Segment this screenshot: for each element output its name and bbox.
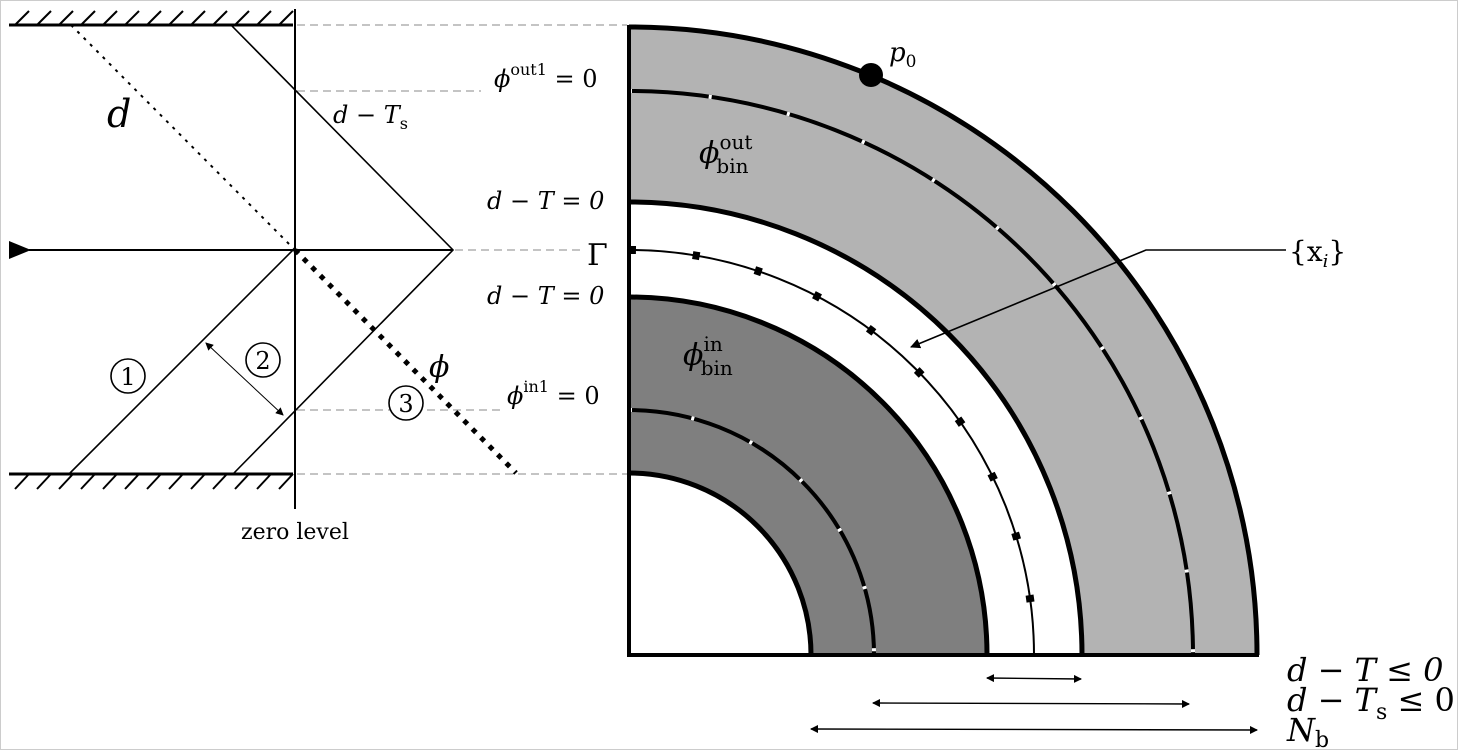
hatch-mark [278, 473, 294, 490]
outer-boundary-arc [628, 24, 1260, 656]
hatch-mark [212, 473, 228, 490]
phi-label: ϕ [429, 350, 449, 385]
gamma-label: Γ [587, 238, 608, 273]
hatch-mark [234, 10, 250, 26]
xi-label: {xi} [1289, 235, 1346, 272]
distance-line [70, 24, 296, 251]
circled-2: 2 [245, 342, 281, 378]
bar-d-minus-ts [872, 699, 1190, 708]
d-label: d [107, 92, 131, 136]
outer-band [629, 27, 1257, 655]
bar-d-minus-t [986, 674, 1082, 683]
guide-lines [297, 24, 627, 475]
svg-text:1: 1 [120, 363, 135, 391]
hatch-mark [256, 10, 272, 26]
hatch-mark [80, 10, 96, 26]
hatch-mark [58, 10, 74, 26]
inner-d-minus-t-arc [628, 294, 990, 656]
hatch-mark [256, 473, 272, 490]
circled-3: 3 [388, 385, 424, 421]
phi-out1-arc [628, 89, 1195, 656]
wall-top [9, 10, 294, 27]
phi-in1-label: ϕin1 = 0 [507, 377, 600, 410]
hatch-mark [168, 10, 184, 26]
line-1 [68, 247, 296, 475]
wall-bottom [9, 472, 294, 490]
svg-text:3: 3 [398, 390, 413, 418]
phi-dotted-line [293, 248, 518, 475]
hatch-mark [80, 473, 96, 490]
distance-minus-thickness-line [230, 24, 455, 475]
hatch-mark [278, 10, 294, 26]
d-minus-t-le0-label: d − T ≤ 0 [1287, 651, 1444, 689]
d-minus-ts-le0-label: d − Ts ≤ 0 [1287, 681, 1455, 725]
d-minus-t-zero-top: d − T = 0 [487, 187, 604, 215]
hatch-mark [102, 10, 118, 26]
hatch-mark [36, 10, 52, 26]
hatch-mark [14, 473, 30, 490]
bar-nb [810, 725, 1258, 734]
d-minus-ts-label: d − Ts [333, 101, 408, 133]
hatch-mark [36, 473, 52, 490]
zero-level-label: zero level [241, 520, 349, 545]
d-minus-t-zero-bottom: d − T = 0 [487, 282, 604, 310]
hatch-mark [58, 473, 74, 490]
hatch-mark [190, 10, 206, 26]
hatch-mark [124, 473, 140, 490]
p0-label: p0 [889, 38, 916, 72]
hatch-mark [234, 473, 250, 490]
hatch-mark [102, 473, 118, 490]
hatch-mark [190, 473, 206, 490]
phi-in1-arc [628, 408, 876, 656]
thickness-arrow [205, 342, 284, 416]
hatch-mark [124, 10, 140, 26]
hatch-mark [14, 10, 30, 26]
phi-out1-label: ϕout1 = 0 [494, 60, 598, 93]
p0-point [859, 63, 883, 87]
hatch-mark [146, 473, 162, 490]
hatch-mark [212, 10, 228, 26]
circled-1: 1 [110, 358, 146, 394]
outer-d-minus-t-arc [628, 199, 1085, 656]
svg-text:2: 2 [255, 347, 270, 375]
nb-label: Nb [1286, 711, 1329, 750]
gamma-arc [628, 249, 1035, 656]
hatch-mark [146, 10, 162, 26]
hatch-mark [168, 473, 184, 490]
inner-band [629, 297, 987, 655]
inner-boundary-arc [628, 470, 814, 656]
xi-pointer-arrow [910, 249, 1286, 349]
